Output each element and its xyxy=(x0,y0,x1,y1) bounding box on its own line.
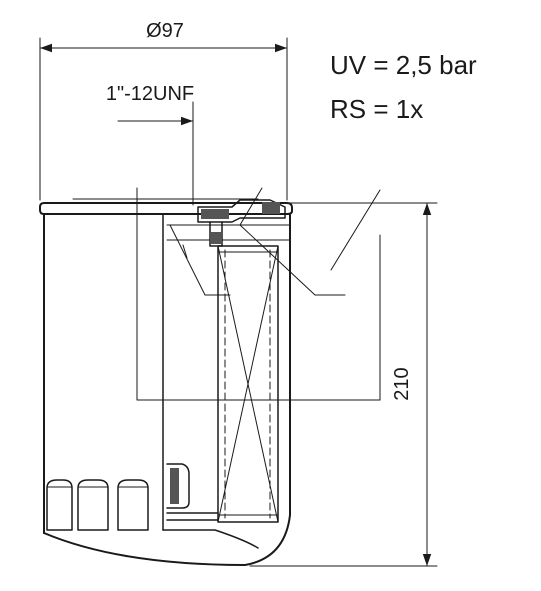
gasket-top xyxy=(197,199,286,223)
diameter-label: Ø97 xyxy=(146,20,184,42)
filter-housing xyxy=(39,198,293,566)
thread-insert xyxy=(209,221,223,247)
gasket-seal xyxy=(201,209,229,219)
element-frame xyxy=(217,245,279,523)
height-label: 210 xyxy=(391,367,413,400)
leader-center-a xyxy=(169,224,231,296)
grip-pad-3 xyxy=(117,479,149,531)
gasket-ring xyxy=(262,202,280,214)
leader-uv xyxy=(239,187,346,296)
grip-pad-2 xyxy=(77,479,109,531)
thread-insert-dark xyxy=(211,232,221,244)
section-reference-line xyxy=(136,187,381,401)
gasket-assembly xyxy=(166,199,291,247)
housing-bottom-curve xyxy=(43,514,291,566)
valve-dark xyxy=(170,468,179,504)
rs-spec-text: RS = 1x xyxy=(330,94,423,124)
valve-body xyxy=(166,463,190,509)
height-dimension: 210 xyxy=(249,202,438,567)
leader-lines xyxy=(136,187,381,401)
diameter-dimension: Ø97 xyxy=(39,20,288,201)
grip-pads xyxy=(46,479,149,531)
uv-spec-text: UV = 2,5 bar xyxy=(330,50,477,80)
grip-pad-1 xyxy=(46,479,73,531)
leader-center-b xyxy=(182,244,188,259)
filter-element xyxy=(217,245,279,523)
housing-lid xyxy=(39,202,293,215)
leader-rs-diagonal xyxy=(330,189,381,271)
element-cross-2 xyxy=(217,245,279,523)
thread-dimension: 1"-12UNF xyxy=(106,83,194,206)
housing-bottom-inner xyxy=(162,529,259,549)
bypass-valve xyxy=(166,463,219,521)
thread-label: 1"-12UNF xyxy=(106,83,194,105)
